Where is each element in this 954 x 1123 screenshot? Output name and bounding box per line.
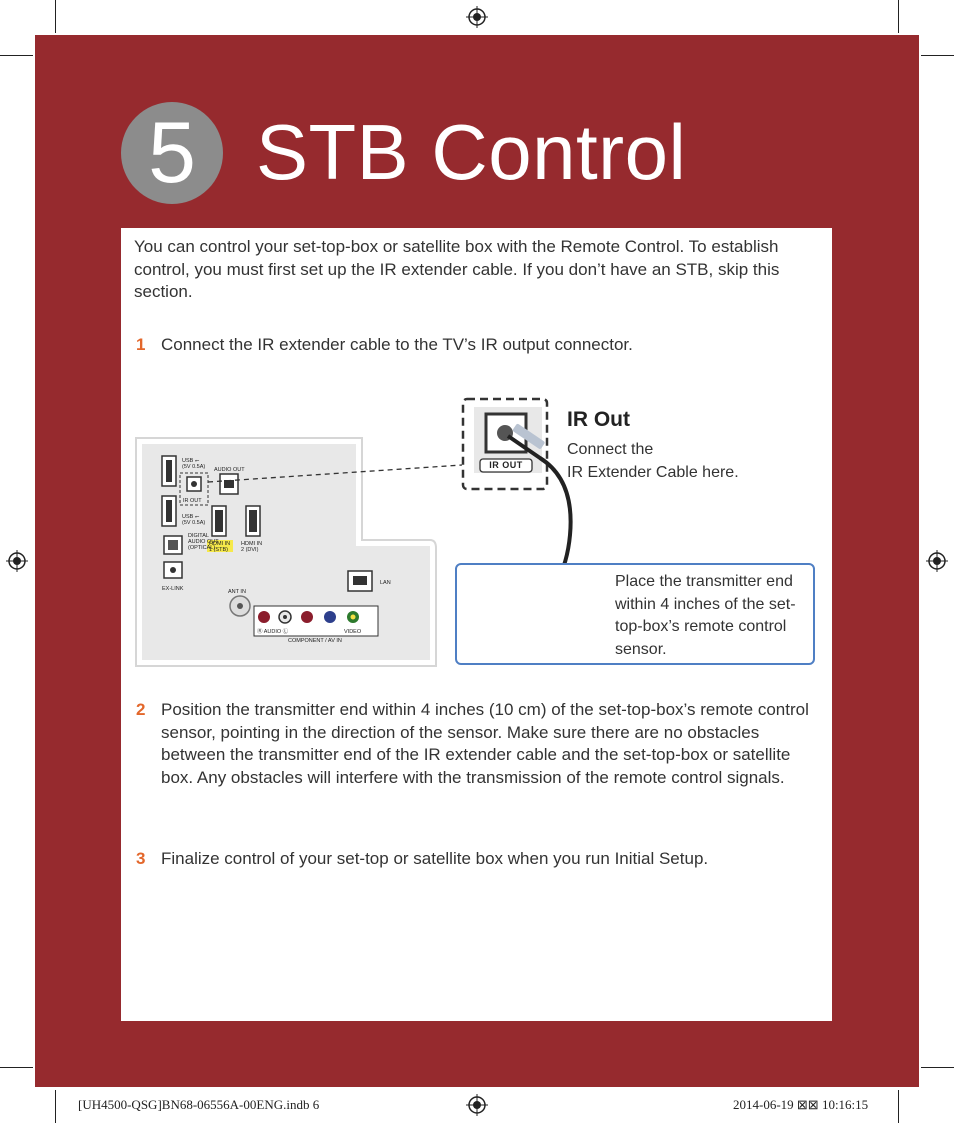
crop-mark [0,55,33,56]
usb2-label: USB ⭠ [182,514,200,520]
step-number-circle: 5 [121,102,223,204]
registration-mark-icon [6,550,28,572]
page-title: STB Control [256,108,687,196]
lan-label: LAN [380,580,391,586]
step-1-number: 1 [136,335,146,354]
crop-mark [898,0,899,33]
hdmi2-label: HDMI IN [241,541,262,547]
ex-link-label: EX-LINK [162,586,184,592]
footer-file-info: [UH4500-QSG]BN68-06556A-00ENG.indb 6 [78,1097,320,1112]
usb2-sub: (5V 0.5A) [182,520,205,526]
crop-mark [55,1090,56,1123]
step-2-number: 2 [136,700,146,719]
hdmi1-label-2: 1 (STB) [209,547,228,553]
step-3-number: 3 [136,849,146,868]
step-1-text: Connect the IR extender cable to the TV’… [161,335,633,354]
audio-out-label: AUDIO OUT [214,467,245,473]
tv-panel-labels: USB ⭠ (5V 0.5A) AUDIO OUT IR OUT USB ⭠ (… [162,458,391,644]
digital-audio-label: DIGITAL [188,533,209,539]
crop-mark [0,1067,33,1068]
transmitter-callout-box [455,563,815,665]
audio-label: Ⓡ AUDIO Ⓛ [257,627,289,635]
registration-mark-icon [926,550,948,572]
ir-out-description: Connect the IR Extender Cable here. [567,439,767,484]
step-2-text: Position the transmitter end within 4 in… [161,700,809,787]
crop-mark [55,0,56,33]
tv-back-panel [135,437,437,667]
ir-out-panel-label: IR OUT [183,498,202,504]
ir-out-desc-line1: Connect the [567,441,654,458]
intro-paragraph: You can control your set-top-box or sate… [134,237,780,301]
ir-out-port-label: IR OUT [489,460,523,470]
hdmi2-label-2: 2 (DVI) [241,547,259,553]
ir-out-desc-line2: IR Extender Cable here. [567,463,739,481]
ir-out-title: IR Out [567,408,630,431]
crop-mark [921,1067,954,1068]
step-3-text: Finalize control of your set-top or sate… [161,849,709,868]
usb1-sub: (5V 0.5A) [182,464,205,470]
video-label: VIDEO [344,629,362,635]
crop-mark [898,1090,899,1123]
registration-mark-icon [466,1094,488,1116]
crop-mark [921,55,954,56]
digital-audio-label-3: (OPTICAL) [188,545,215,551]
transmitter-callout-text: Place the transmitter end within 4 inche… [615,573,796,658]
hdmi1-label: HDMI IN [209,541,230,547]
footer-date-info: 2014-06-19 ⊠⊠ 10:16:15 [733,1097,869,1112]
registration-mark-icon [466,6,488,28]
usb1-label: USB ⭠ [182,458,200,464]
component-label: COMPONENT / AV IN [288,638,342,644]
ant-in-label: ANT IN [228,589,246,595]
digital-audio-label-2: AUDIO OUT [188,539,219,545]
